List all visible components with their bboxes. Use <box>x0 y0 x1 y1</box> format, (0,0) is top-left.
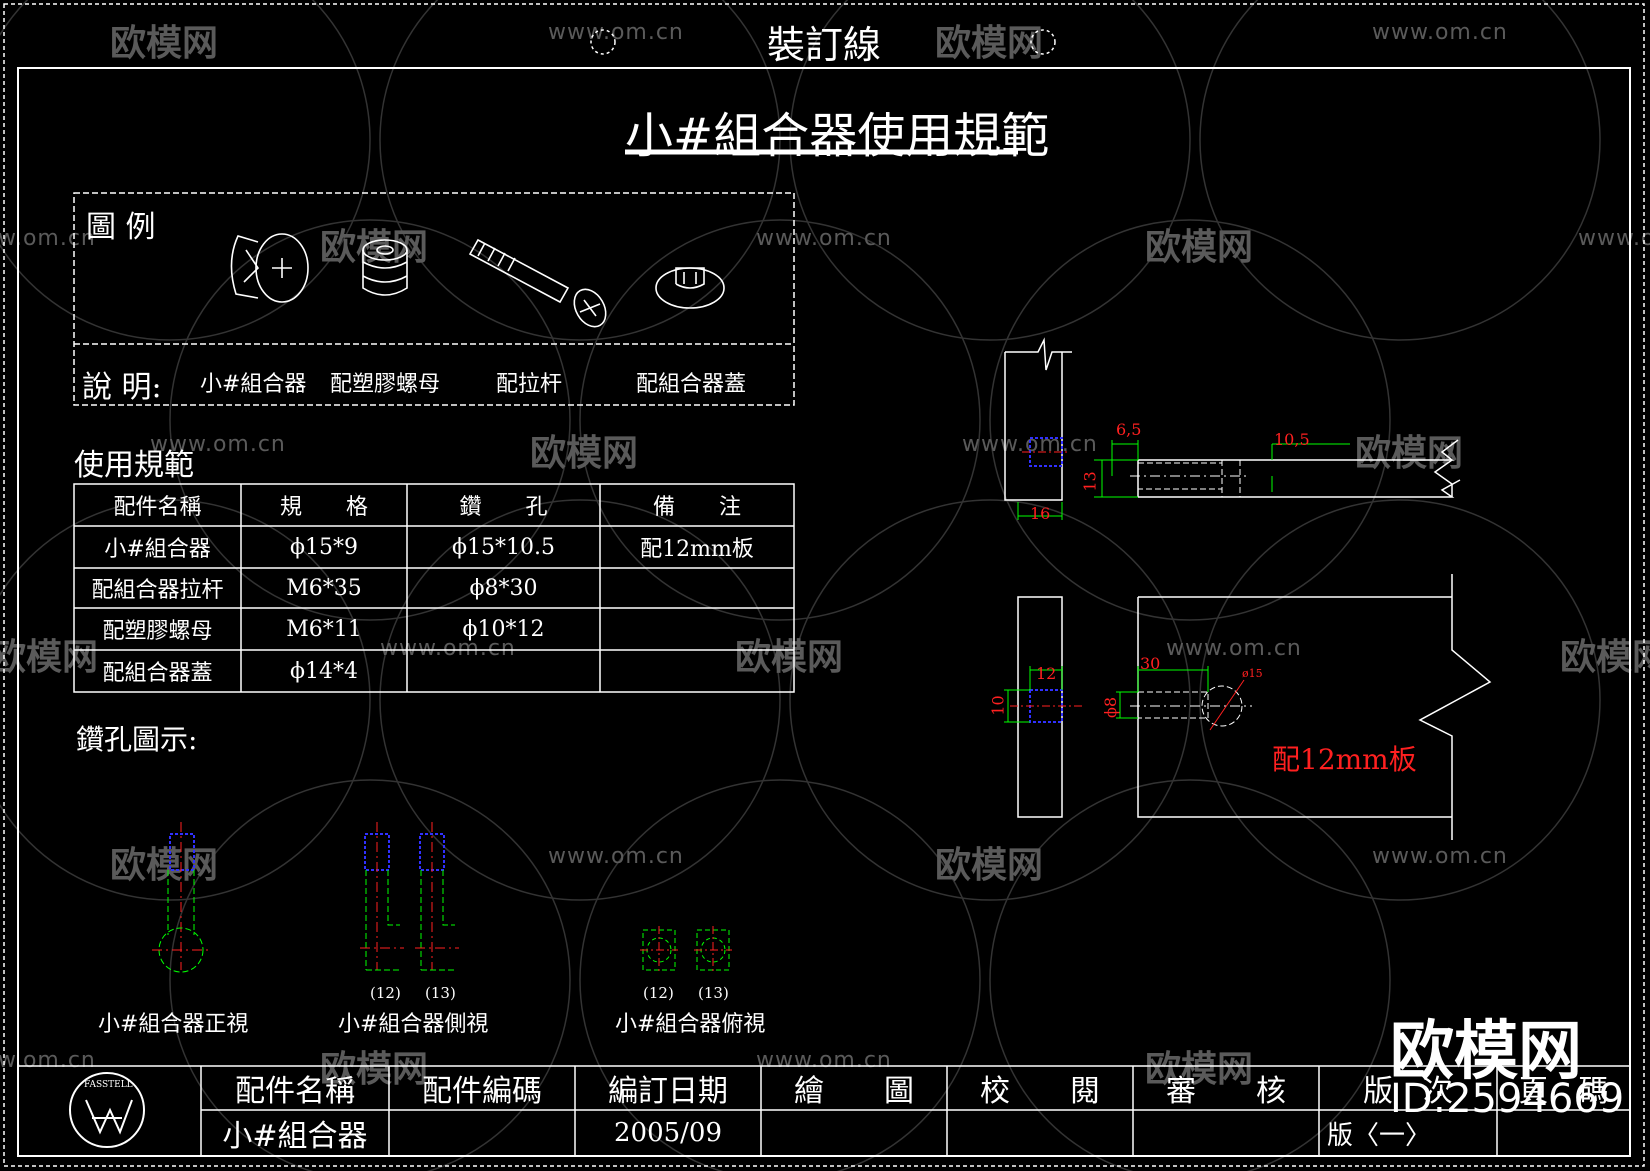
dim-12: 12 <box>1036 664 1057 683</box>
watermark-url: www.om.cn <box>1578 226 1650 251</box>
top-view-label: 小#組合器俯視 <box>615 1012 766 1037</box>
tb-value: 2005/09 <box>613 1118 722 1148</box>
company-logo <box>69 1072 145 1148</box>
watermark-logo: 欧模网 <box>110 845 219 886</box>
board-note: 配12mm板 <box>1272 743 1417 776</box>
side-label-13: (13) <box>425 984 456 1002</box>
watermark-url: www.om.cn <box>150 432 286 457</box>
front-view-diagram <box>152 822 210 973</box>
legend-item-rod: 配拉杆 <box>496 372 563 397</box>
watermark-logo: 欧模网 <box>935 23 1044 64</box>
front-view-label: 小#組合器正視 <box>98 1012 249 1037</box>
brand-id: ID:2594669 <box>1390 1076 1625 1122</box>
binding-line-label: 裝訂線 <box>767 23 882 67</box>
table-cell <box>407 650 600 692</box>
watermark-url: www.om.cn <box>756 226 892 251</box>
watermark-url: www.om.cn <box>0 226 96 251</box>
table-cell: ϕ8*30 <box>469 575 538 601</box>
tb-header: 審 核 <box>1166 1074 1286 1109</box>
table-cell: ϕ14*4 <box>290 658 358 684</box>
drill-heading: 鑽孔圖示: <box>76 723 198 756</box>
dim-6-5: 6,5 <box>1116 420 1142 439</box>
watermark-url: www.om.cn <box>1166 636 1302 661</box>
watermark-logo: 欧模网 <box>1145 1049 1254 1090</box>
usage-heading: 使用規範 <box>74 448 194 483</box>
tb-header: 編訂日期 <box>608 1074 728 1109</box>
watermark-url: www.om.cn <box>548 844 684 869</box>
table-cell <box>600 568 794 608</box>
watermark-logo: 欧模网 <box>320 1049 429 1090</box>
tb-header: 頁 碼 <box>1518 1074 1609 1109</box>
watermark-url: www.om.cn <box>1372 20 1508 45</box>
watermark-logo: 欧模网 <box>0 637 99 678</box>
table-cell: 配12mm板 <box>640 537 754 562</box>
watermark-url: www.om.cn <box>380 636 516 661</box>
table-cell: 配塑膠螺母 <box>102 619 213 644</box>
legend-item-cap: 配組合器蓋 <box>636 372 747 397</box>
dim-10: 10 <box>988 695 1008 716</box>
table-cell: ϕ10*12 <box>462 616 545 642</box>
table-header: 備 注 <box>652 495 741 520</box>
plastic-nut-icon <box>362 239 408 296</box>
dim-13: 13 <box>1080 471 1100 492</box>
watermark-logo: 欧模网 <box>320 227 429 268</box>
watermark-url: www.om.cn <box>0 1048 96 1073</box>
table-cell <box>600 608 794 650</box>
legend-item-nut: 配塑膠螺母 <box>330 372 441 397</box>
top-view-diagram <box>640 926 732 974</box>
combo-cap-icon <box>655 267 725 309</box>
tb-header: 繪 圖 <box>794 1074 914 1109</box>
logo-text: FASSTELL <box>84 1080 133 1090</box>
side-view-label: 小#組合器側視 <box>338 1012 489 1037</box>
table-cell: M6*35 <box>286 575 362 601</box>
upper-detail-drawing <box>1004 337 1461 520</box>
table-cell: 配組合器蓋 <box>102 661 213 686</box>
page-title: 小#組合器使用規範 <box>625 108 1050 164</box>
table-cell: ϕ15*9 <box>290 534 358 560</box>
watermark-url: www.om.cn <box>756 1048 892 1073</box>
dim-phi8: ϕ8 <box>1101 696 1121 719</box>
legend-desc-heading: 說 明: <box>82 370 162 405</box>
top-label-12: (12) <box>643 984 674 1002</box>
table-cell: M6*11 <box>286 616 362 642</box>
tb-header: 配件名稱 <box>235 1074 355 1109</box>
dim-30: 30 <box>1140 654 1161 673</box>
watermark-logo: 欧模网 <box>110 23 219 64</box>
tie-rod-icon <box>468 238 607 328</box>
tb-header: 配件編碼 <box>422 1074 542 1109</box>
tb-value: 版〈一〉 <box>1326 1120 1431 1151</box>
dim-16: 16 <box>1030 504 1051 523</box>
legend-heading: 圖 例 <box>86 210 156 245</box>
tb-header: 校 閱 <box>980 1074 1100 1109</box>
tb-header: 版 次 <box>1363 1074 1453 1109</box>
watermark-logo: 欧模网 <box>935 845 1044 886</box>
dim-phi15: ø15 <box>1242 667 1263 680</box>
table-cell: ϕ15*10.5 <box>452 534 555 560</box>
legend-item-combo: 小#組合器 <box>200 372 307 397</box>
watermark-logo: 欧模网 <box>1560 637 1650 678</box>
side-label-12: (12) <box>370 984 401 1002</box>
dim-10-5: 10,5 <box>1274 430 1310 449</box>
watermark-logo: 欧模网 <box>735 637 844 678</box>
brand-watermark: 欧模网 <box>1390 1015 1582 1089</box>
table-cell <box>600 650 794 692</box>
top-label-13: (13) <box>698 984 729 1002</box>
watermark-logo: 欧模网 <box>1145 227 1254 268</box>
side-view-diagram <box>360 822 459 971</box>
watermark-logo: 欧模网 <box>530 433 639 474</box>
table-header: 鑽 孔 <box>459 495 548 520</box>
table-cell: 小#組合器 <box>104 537 211 562</box>
lower-detail-drawing <box>1004 574 1492 840</box>
table-cell: 配組合器拉杆 <box>91 578 224 603</box>
table-header: 規 格 <box>279 495 368 520</box>
watermark-url: www.om.cn <box>1372 844 1508 869</box>
table-header: 配件名稱 <box>113 495 202 520</box>
combo-fitting-icon <box>230 233 309 303</box>
tb-value: 小#組合器 <box>222 1119 368 1154</box>
